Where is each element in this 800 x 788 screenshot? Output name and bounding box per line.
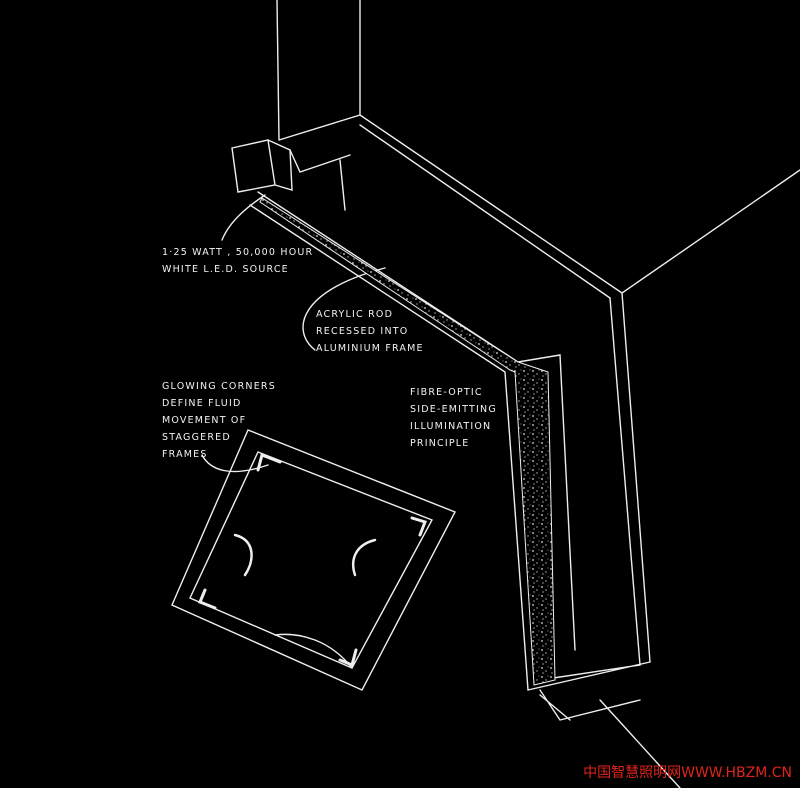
acrylic-rod-band <box>259 197 556 686</box>
far-wall <box>609 169 800 666</box>
note-line: FIBRE-OPTIC <box>410 387 483 398</box>
note-line: ILLUMINATION <box>410 421 492 432</box>
note-acrylic-rod: ACRYLIC ROD RECESSED INTO ALUMINIUM FRAM… <box>316 306 424 357</box>
frame-inner <box>189 451 433 669</box>
leader-rod <box>302 267 386 351</box>
frame-outer <box>171 429 456 691</box>
note-line: GLOWING CORNERS <box>162 381 276 392</box>
note-line: DEFINE FLUID <box>162 398 242 409</box>
note-line: SIDE-EMITTING <box>410 404 497 415</box>
note-line: RECESSED INTO <box>316 326 409 337</box>
note-line: 1·25 WATT , 50,000 HOUR <box>162 247 314 258</box>
ceiling-beam <box>289 114 623 299</box>
floor <box>527 661 681 788</box>
note-line: ALUMINIUM FRAME <box>316 343 424 354</box>
frame-corner-glow <box>198 452 427 668</box>
wall-column <box>276 0 361 141</box>
note-line: FRAMES <box>162 449 208 460</box>
note-fibre-optic: FIBRE-OPTIC SIDE-EMITTING ILLUMINATION P… <box>410 384 497 452</box>
note-line: PRINCIPLE <box>410 438 470 449</box>
note-line: STAGGERED <box>162 432 231 443</box>
leader-led <box>221 194 266 241</box>
note-line: WHITE L.E.D. SOURCE <box>162 264 289 275</box>
watermark: 中国智慧照明网WWW.HBZM.CN <box>583 765 792 781</box>
note-led-source: 1·25 WATT , 50,000 HOUR WHITE L.E.D. SOU… <box>162 244 313 278</box>
note-line: MOVEMENT OF <box>162 415 247 426</box>
frame-shadow <box>274 633 353 669</box>
led-box <box>231 139 293 193</box>
note-line: ACRYLIC ROD <box>316 309 394 320</box>
frame-curves <box>233 533 377 577</box>
note-glowing-corners: GLOWING CORNERS DEFINE FLUID MOVEMENT OF… <box>162 378 276 463</box>
